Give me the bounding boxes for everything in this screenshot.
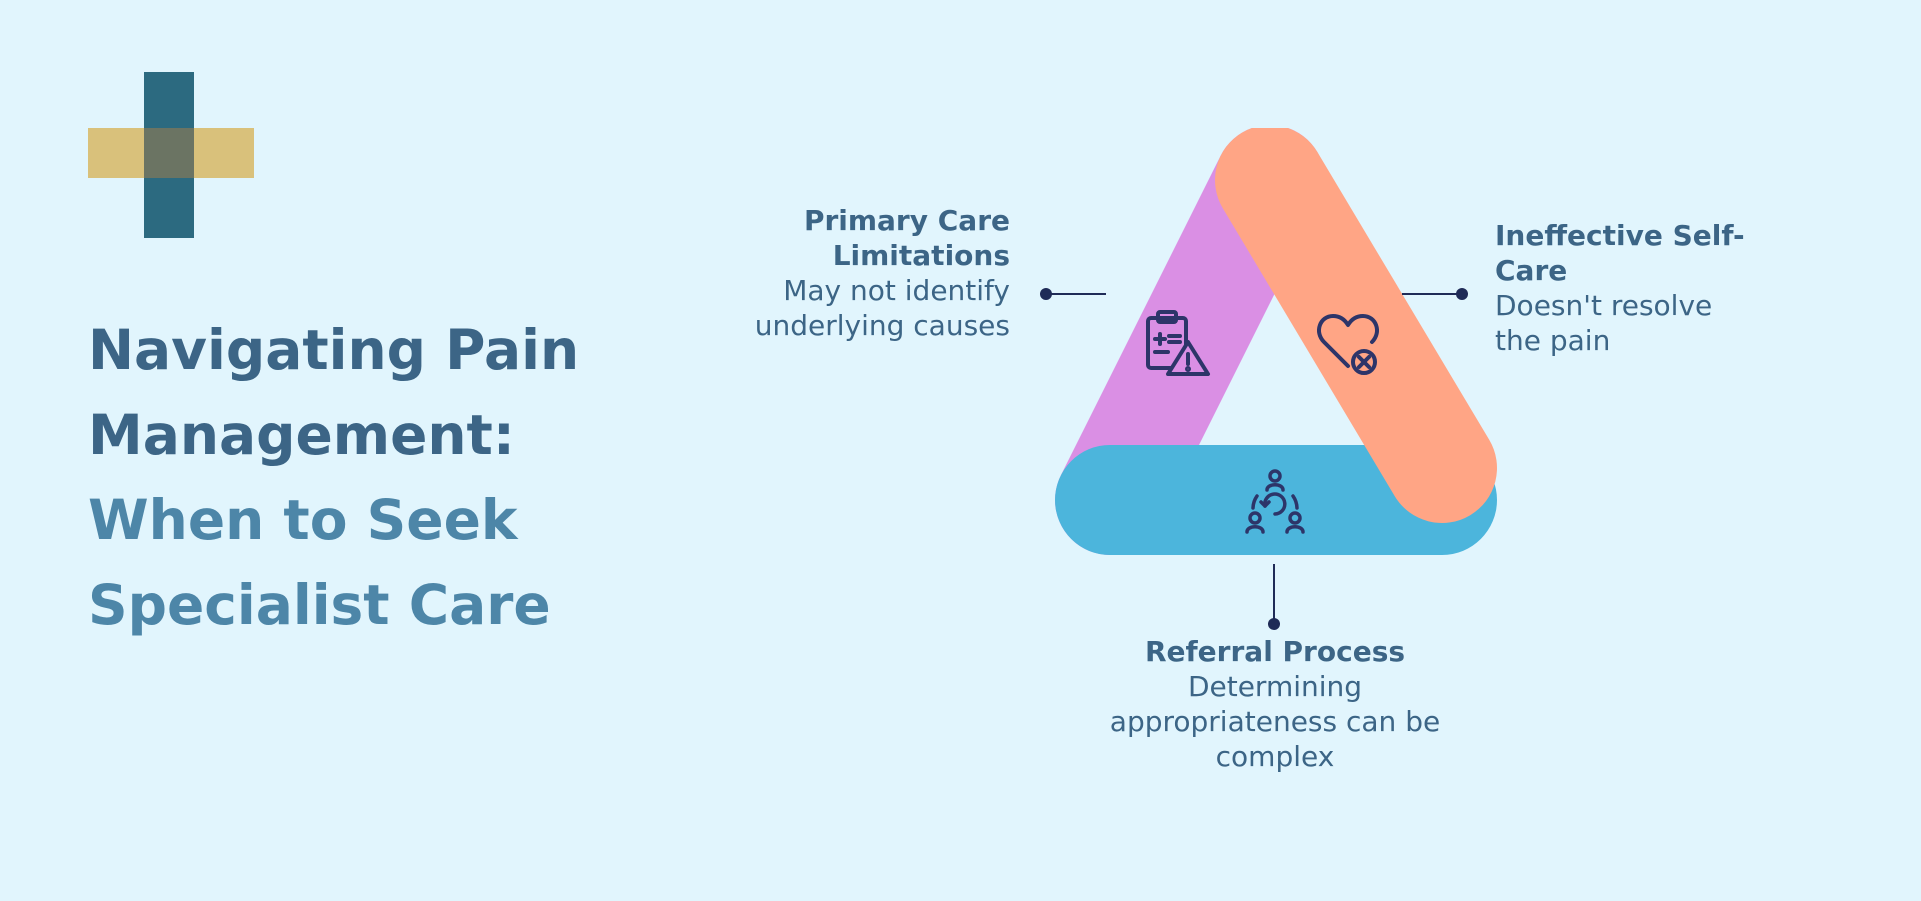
heart-x-icon	[1317, 314, 1379, 375]
callout-referral: Referral Process Determining appropriate…	[1095, 634, 1455, 774]
callout-heading: Primary Care Limitations	[803, 204, 1010, 272]
title-line-1: Navigating Pain	[88, 318, 580, 382]
callout-description: Doesn't resolve the pain	[1495, 289, 1713, 357]
page-title: Navigating Pain Management: When to Seek…	[88, 308, 608, 648]
callout-heading: Ineffective Self-Care	[1495, 219, 1745, 287]
triangle-diagram	[1055, 128, 1497, 555]
referral-cycle-icon	[1245, 469, 1305, 534]
callout-primary-care: Primary Care Limitations May not identif…	[720, 203, 1010, 343]
callout-description: May not identify underlying causes	[754, 274, 1010, 342]
medical-cross-logo	[88, 72, 254, 238]
clipboard-warning-icon	[1146, 310, 1210, 376]
callout-description: Determining appropriateness can be compl…	[1109, 670, 1441, 773]
connector-dot-referral	[1268, 618, 1280, 630]
band-self-care	[1215, 128, 1497, 523]
callout-heading: Referral Process	[1144, 635, 1406, 668]
title-line-2: Management:	[88, 403, 515, 467]
title-line-3: When to Seek	[88, 488, 518, 552]
title-line-4: Specialist Care	[88, 573, 551, 637]
callout-self-care: Ineffective Self-Care Doesn't resolve th…	[1495, 218, 1755, 358]
